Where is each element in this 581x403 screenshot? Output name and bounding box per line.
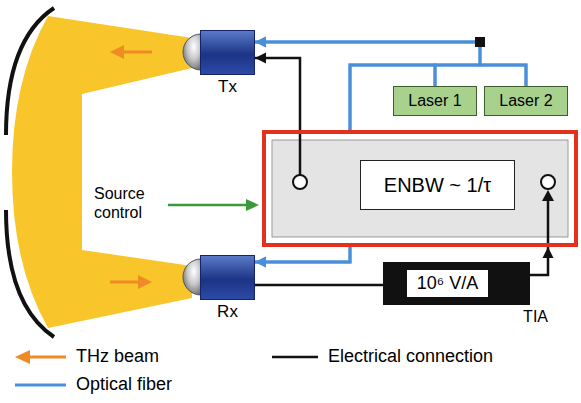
- electrical-connection: [255, 53, 300, 131]
- electrical-connection: [255, 285, 383, 286]
- arrowhead: [255, 53, 266, 64]
- tia-amplifier: 10⁶ V/ATIA: [383, 262, 530, 305]
- node-label: ENBW ~ 1/τ: [384, 174, 491, 197]
- connector-port: [293, 175, 307, 189]
- mirror-top: [6, 8, 54, 135]
- fiber-splitter: [475, 37, 485, 47]
- connector-line: [530, 247, 548, 275]
- node-label: Source control: [94, 184, 166, 222]
- wire-arrowhead: [542, 190, 554, 201]
- node-label: Laser 2: [499, 92, 552, 110]
- arrowhead: [255, 257, 266, 268]
- node-label: Rx: [191, 302, 264, 322]
- legend-label: Electrical connection: [328, 346, 493, 367]
- legend-label: THz beam: [76, 346, 159, 367]
- arrowhead: [255, 257, 266, 268]
- legend-label: Optical fiber: [76, 374, 172, 395]
- tx-lens: [183, 34, 201, 70]
- laser-box: Laser 2: [484, 86, 568, 116]
- connector-line: [255, 284, 383, 287]
- tx-emitter: Tx: [200, 30, 255, 75]
- rx-lens: [183, 259, 201, 295]
- arrowhead: [543, 247, 554, 258]
- beam-arrow: [110, 45, 152, 289]
- enbw-box: ENBW ~ 1/τ: [360, 160, 515, 210]
- rx-detector: Rx: [200, 255, 255, 300]
- thz-beam: [12, 16, 192, 328]
- node-label: Tx: [191, 77, 264, 97]
- arrowhead: [255, 37, 266, 48]
- wire-stub: [547, 198, 550, 243]
- wire-stub: [299, 134, 302, 175]
- control-unit: Source controlENBW ~ 1/τ: [262, 130, 578, 247]
- arrowhead: [255, 37, 266, 48]
- node-label: Laser 1: [408, 92, 461, 110]
- connector-port: [541, 175, 555, 189]
- connector-line: [255, 58, 300, 130]
- control-panel: [272, 140, 568, 237]
- node-label: 10⁶ V/A: [407, 270, 488, 297]
- control-gap: [266, 134, 574, 243]
- callout-arrow: [168, 199, 259, 211]
- optical-fiber: [255, 37, 526, 87]
- laser-box: Laser 1: [393, 86, 477, 116]
- optical-fiber: [255, 37, 480, 87]
- mirror-bottom: [6, 210, 54, 337]
- electrical-connection: [530, 247, 554, 275]
- node-caption: TIA: [523, 308, 548, 326]
